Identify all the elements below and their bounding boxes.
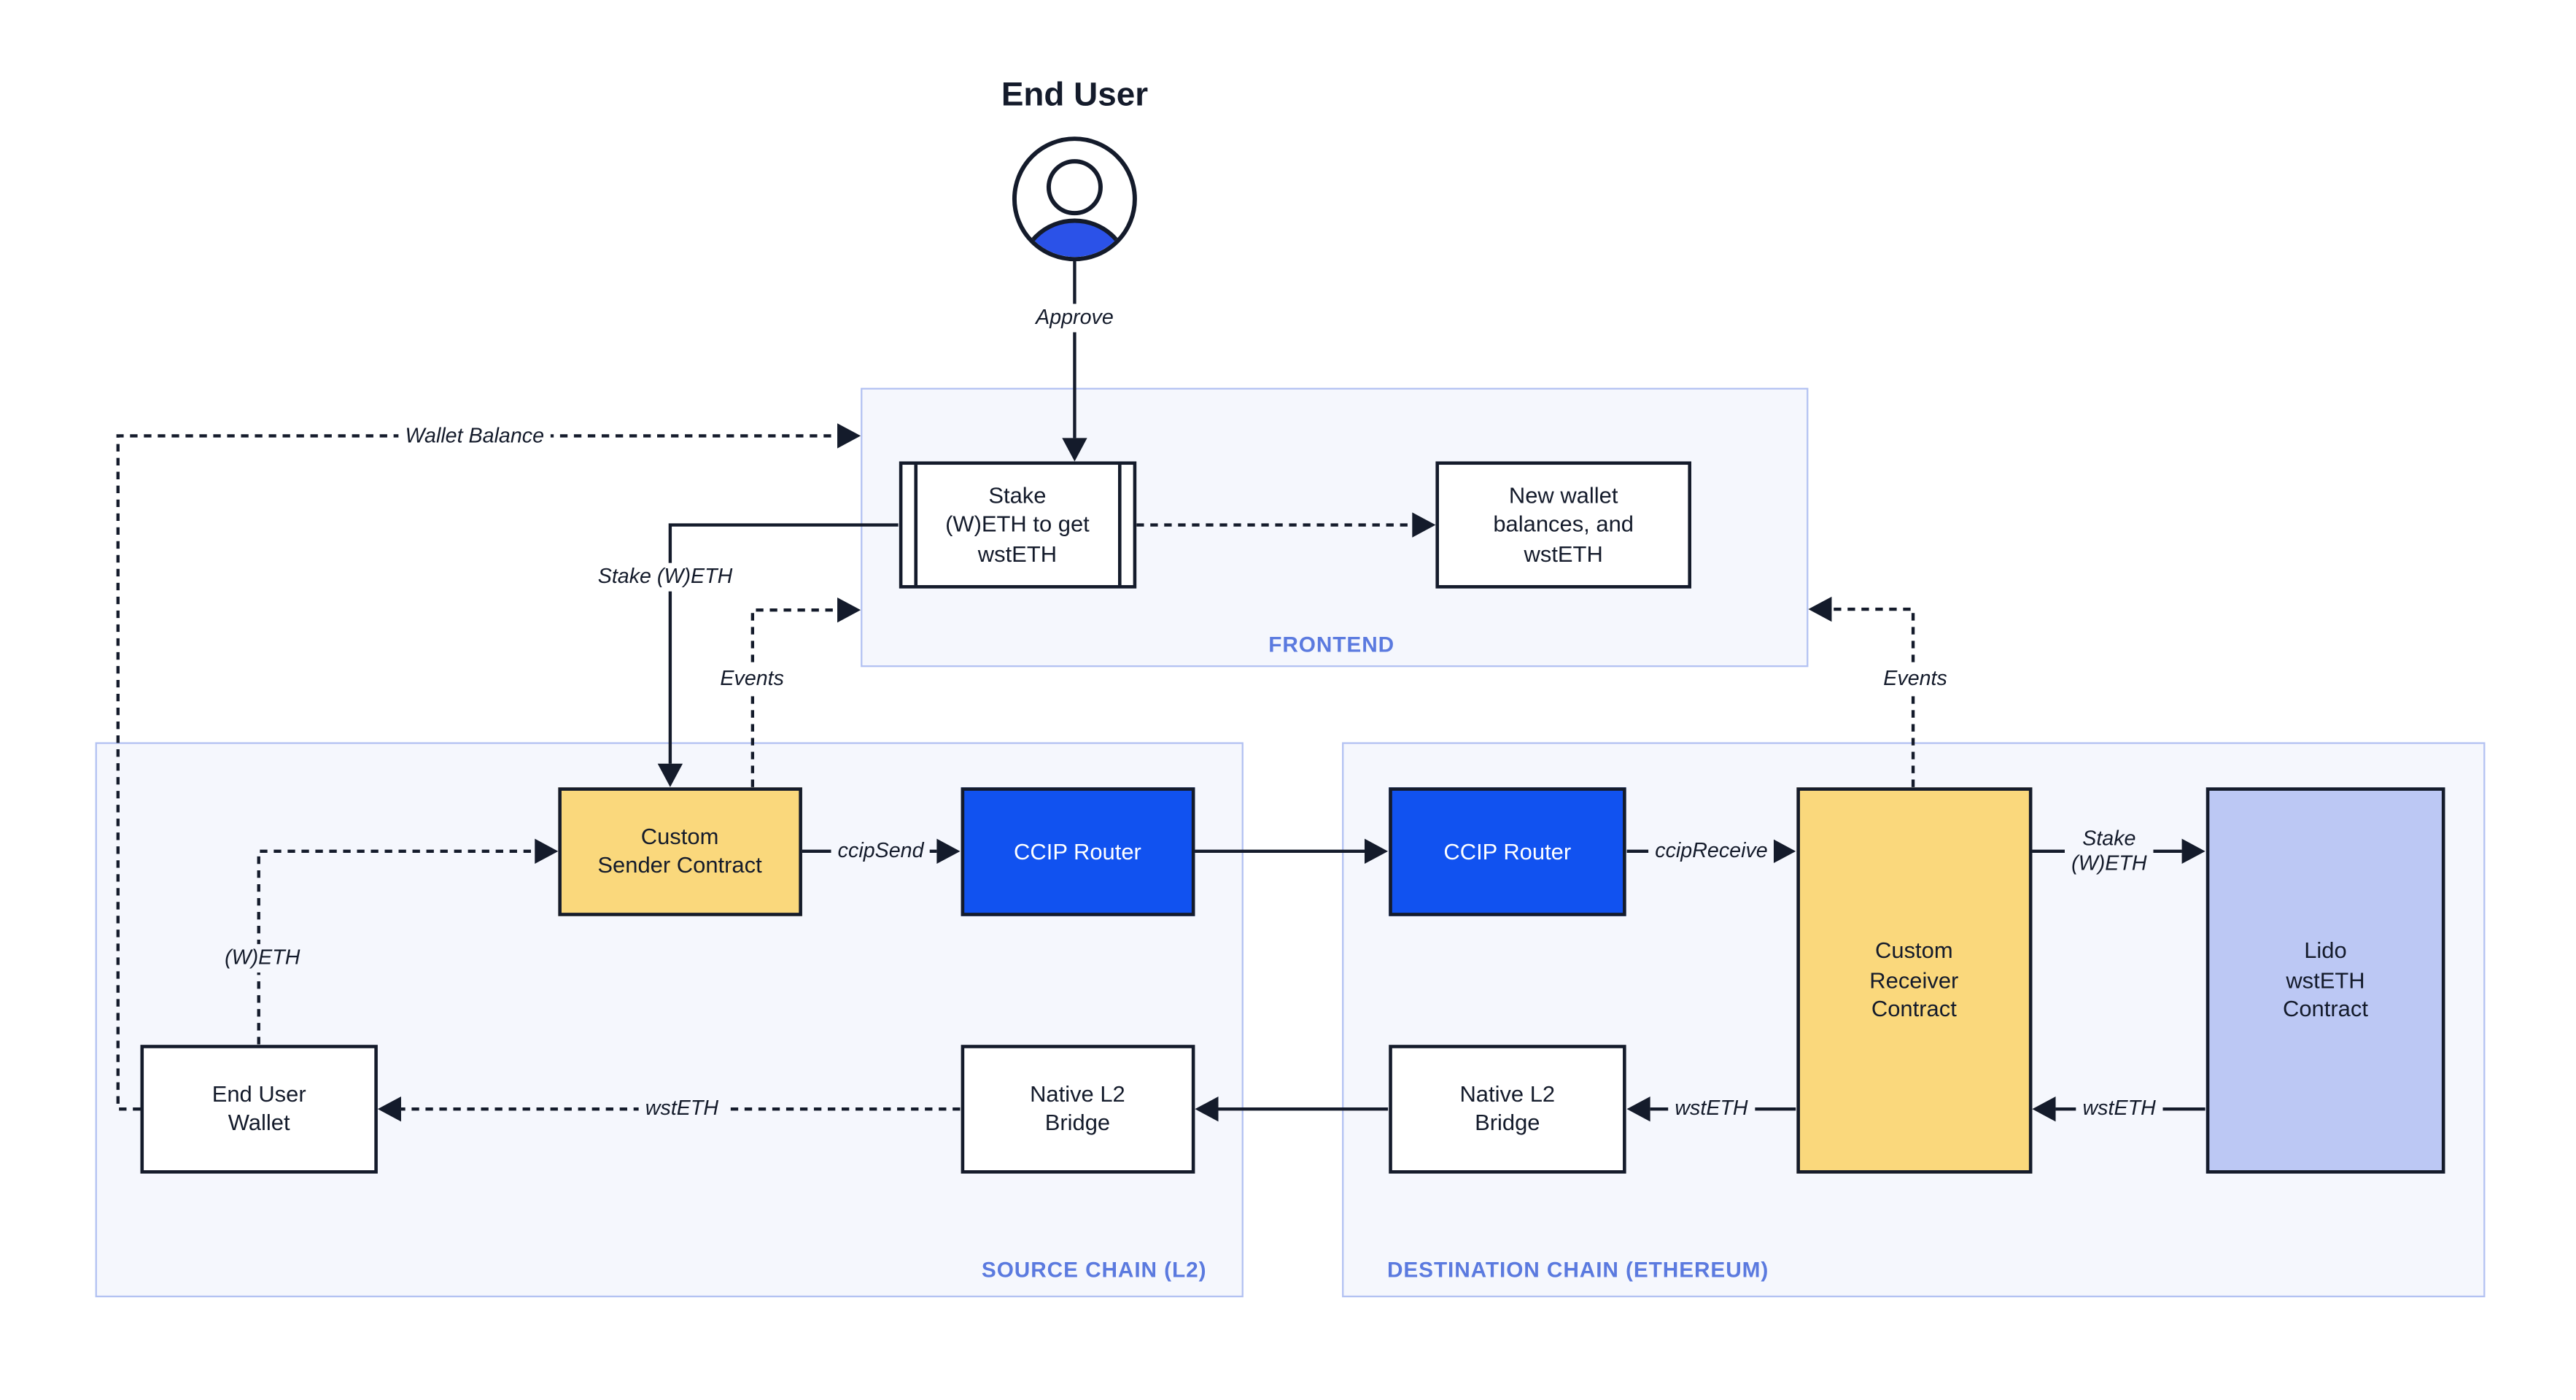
edge-label-approve: Approve [1028, 303, 1120, 332]
edge-label-weth: (W)ETH [217, 944, 307, 972]
edge-stake-weth-arrow [657, 523, 899, 787]
end-user-title: End User [1001, 77, 1149, 114]
end-user-icon [1012, 136, 1137, 262]
edge-approve-arrow [1062, 259, 1087, 462]
edge-events-left-arrow [750, 597, 861, 787]
node-custom-receiver-label: Custom Receiver Contract [1869, 937, 1959, 1022]
node-native-l2-bridge-source: Native L2 Bridge [960, 1044, 1195, 1174]
node-new-wallet-balances: New wallet balances, and wstETH [1435, 461, 1691, 589]
edge-bridge-to-bridge-arrow [1195, 1096, 1389, 1122]
node-stake-weth: Stake (W)ETH to get wstETH [898, 461, 1137, 589]
edge-label-wallet-balance: Wallet Balance [398, 422, 551, 450]
source-chain-label: SOURCE CHAIN (L2) [981, 1257, 1207, 1283]
edge-label-events-right: Events [1877, 665, 1955, 693]
node-ccip-router-destination-label: CCIP Router [1443, 838, 1572, 864]
node-ccip-router-destination: CCIP Router [1388, 786, 1627, 916]
process-bar-left [913, 465, 917, 586]
node-ccip-router-source-label: CCIP Router [1014, 838, 1141, 864]
edge-label-stake-weth: Stake (W)ETH [591, 562, 740, 591]
edge-router-to-router-arrow [1195, 838, 1389, 865]
frontend-label: FRONTEND [1268, 632, 1395, 657]
process-bar-right [1117, 465, 1122, 586]
node-native-l2-bridge-destination-label: Native L2 Bridge [1459, 1080, 1556, 1136]
edge-stake-to-newwallet-arrow [1136, 512, 1436, 538]
node-end-user-wallet-label: End User Wallet [212, 1080, 306, 1136]
node-custom-receiver-contract: Custom Receiver Contract [1796, 786, 2033, 1174]
destination-chain-label: DESTINATION CHAIN (ETHEREUM) [1386, 1257, 1769, 1283]
edge-weth-arrow [257, 838, 559, 1045]
node-lido-wsteth-label: Lido wstETH Contract [2283, 937, 2368, 1022]
edge-label-wsteth-to-receiver: wstETH [2076, 1095, 2162, 1124]
node-custom-sender-contract: Custom Sender Contract [558, 786, 802, 916]
node-ccip-router-source: CCIP Router [960, 786, 1195, 916]
edge-events-right-arrow [1808, 596, 1915, 787]
edge-label-wsteth-to-wallet: wstETH [638, 1095, 726, 1124]
node-native-l2-bridge-destination: Native L2 Bridge [1388, 1044, 1627, 1174]
node-stake-weth-label: Stake (W)ETH to get wstETH [945, 482, 1090, 567]
edge-label-ccipsend: ccipSend [831, 837, 931, 865]
node-end-user-wallet: End User Wallet [140, 1044, 378, 1174]
node-custom-sender-label: Custom Sender Contract [597, 824, 762, 878]
node-lido-wsteth-contract: Lido wstETH Contract [2205, 786, 2446, 1174]
node-native-l2-bridge-source-label: Native L2 Bridge [1030, 1080, 1125, 1136]
edge-label-events-left: Events [713, 665, 791, 693]
edge-label-ccipreceive: ccipReceive [1648, 837, 1774, 865]
edge-label-wsteth-to-bridge: wstETH [1668, 1095, 1755, 1124]
node-new-wallet-balances-label: New wallet balances, and wstETH [1493, 482, 1634, 567]
edge-label-stake-weth-right: Stake (W)ETH [2065, 825, 2154, 878]
